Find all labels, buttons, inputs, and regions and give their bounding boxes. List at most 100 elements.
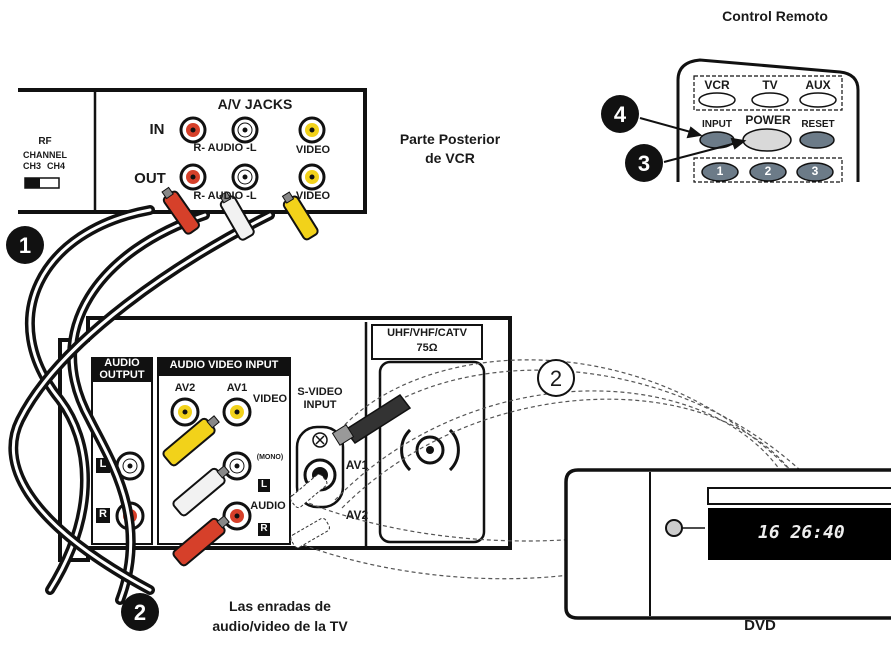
dvd-display-text: 16 26:40 (758, 522, 845, 543)
vcr-in-audio-label: R- AUDIO -L (193, 142, 257, 154)
step-3-number: 3 (637, 151, 651, 176)
tv-audio-out-l-jack (115, 451, 145, 481)
number-1-label: 1 (716, 164, 724, 178)
vcr-mode-button (698, 92, 736, 108)
vcr-caption-2: de VCR (425, 150, 475, 166)
tv-in-r-badge: R (260, 523, 268, 534)
tv-in-l-badge: L (260, 479, 268, 490)
tv-av2-video-jack (170, 397, 200, 427)
tv-antenna-label-box (371, 324, 483, 360)
tv-video-label: VIDEO (252, 393, 288, 405)
tv-av2-label: AV2 (174, 382, 196, 394)
input-label: INPUT (702, 119, 732, 130)
dvd-display (708, 508, 891, 560)
vcr-out-audio-r-jack (179, 163, 207, 191)
step-1-number: 1 (18, 233, 32, 258)
tv-plugs (162, 415, 330, 567)
red-plug-tv (172, 515, 230, 567)
red-plug-vcr (161, 186, 200, 235)
step-3-badge (625, 144, 663, 182)
yellow-plug-tv (162, 415, 220, 467)
reset-button (799, 131, 835, 149)
tv-av2-side-label: AV2 (345, 508, 369, 522)
tv-audio-output-label-1: AUDIO (104, 357, 140, 369)
tv-av-input-header: AUDIO VIDEO INPUT (169, 359, 279, 371)
tv-audio-label: AUDIO (250, 500, 286, 512)
tv-mono-label: (MONO) (256, 454, 284, 461)
vcr-out-audio-label: R- AUDIO -L (193, 190, 257, 202)
step-2-outline-badge (537, 359, 575, 397)
rf-channel-label: CHANNEL (23, 150, 67, 160)
dvd-plug-white (290, 473, 328, 509)
vcr-out-video-label: VIDEO (295, 190, 331, 202)
aux-mode-label: AUX (805, 78, 831, 92)
tv-av1-label: AV1 (226, 382, 248, 394)
number-2-label: 2 (764, 164, 772, 178)
number-1-button (701, 162, 739, 182)
step-2-badge (121, 593, 159, 631)
tv-audio-output-label-2: OUTPUT (99, 369, 145, 381)
rf-ch4-label: CH4 (46, 161, 65, 171)
vcr-mode-label: VCR (704, 78, 730, 92)
number-3-label: 3 (811, 164, 819, 178)
tv-out-r-badge: R (99, 508, 107, 520)
vcr-out-label: OUT (134, 170, 166, 187)
tv-caption-1: Las enradas de (229, 598, 331, 614)
vcr-out-video-jack (298, 163, 326, 191)
dvd-label: DVD (744, 617, 776, 634)
dvd-player (564, 468, 891, 620)
tv-s-video-label-1: S-VIDEO (297, 386, 343, 398)
vcr-to-tv-cables (8, 205, 275, 605)
vcr-out-audio-l-jack (231, 163, 259, 191)
step-1-badge (6, 226, 44, 264)
tv-out-l-badge: L (99, 458, 107, 470)
tv-av1-audio-l-jack (222, 451, 252, 481)
tv-s-video-symbol (312, 432, 328, 448)
tv-s-video-label-2: INPUT (303, 399, 337, 411)
vcr-in-video-jack (298, 116, 326, 144)
vcr-jacks (179, 116, 326, 191)
step-arrows (639, 117, 747, 163)
power-button (742, 128, 792, 152)
number-3-button (796, 162, 834, 182)
tv-back-panel (58, 316, 512, 562)
s-video-plug (331, 393, 412, 446)
vcr-in-audio-l-jack (231, 116, 259, 144)
tv-mode-label: TV (762, 78, 778, 92)
tv-ohm-label: 75Ω (416, 342, 438, 354)
dvd-plug-red (290, 517, 330, 549)
tv-av1-side-label: AV1 (345, 458, 369, 472)
vcr-in-audio-r-jack (179, 116, 207, 144)
remote-control (676, 58, 860, 183)
remote-title: Control Remoto (722, 8, 828, 24)
step-4-badge (601, 95, 639, 133)
tv-antenna-jack (400, 428, 460, 472)
tv-av1-audio-r-jack (222, 501, 252, 531)
tv-uhf-label: UHF/VHF/CATV (387, 327, 467, 339)
reset-label: RESET (801, 119, 835, 130)
tv-av1-video-jack (222, 397, 252, 427)
dvd-power-button (665, 519, 683, 537)
step-4-number: 4 (613, 102, 627, 127)
rf-ch3-label: CH3 (22, 161, 41, 171)
aux-mode-button (799, 92, 837, 108)
vcr-in-video-label: VIDEO (295, 144, 331, 156)
step-2-outline-number: 2 (549, 366, 563, 391)
step-2-number: 2 (133, 600, 147, 625)
tv-mode-button (751, 92, 789, 108)
white-plug-vcr (219, 191, 255, 241)
tv-caption-2: audio/video de la TV (212, 618, 348, 634)
vcr-caption-1: Parte Posterior (399, 131, 501, 147)
vcr-in-label: IN (149, 121, 165, 138)
white-plug-tv (172, 465, 230, 517)
rf-label: RF (38, 136, 52, 147)
power-label: POWER (745, 113, 791, 127)
tv-jacks (96, 397, 460, 536)
av-jacks-label: A/V JACKS (217, 96, 293, 112)
vcr-plugs (161, 186, 319, 241)
yellow-plug-vcr (281, 191, 319, 241)
step-badges (6, 95, 663, 631)
number-2-button (749, 162, 787, 182)
